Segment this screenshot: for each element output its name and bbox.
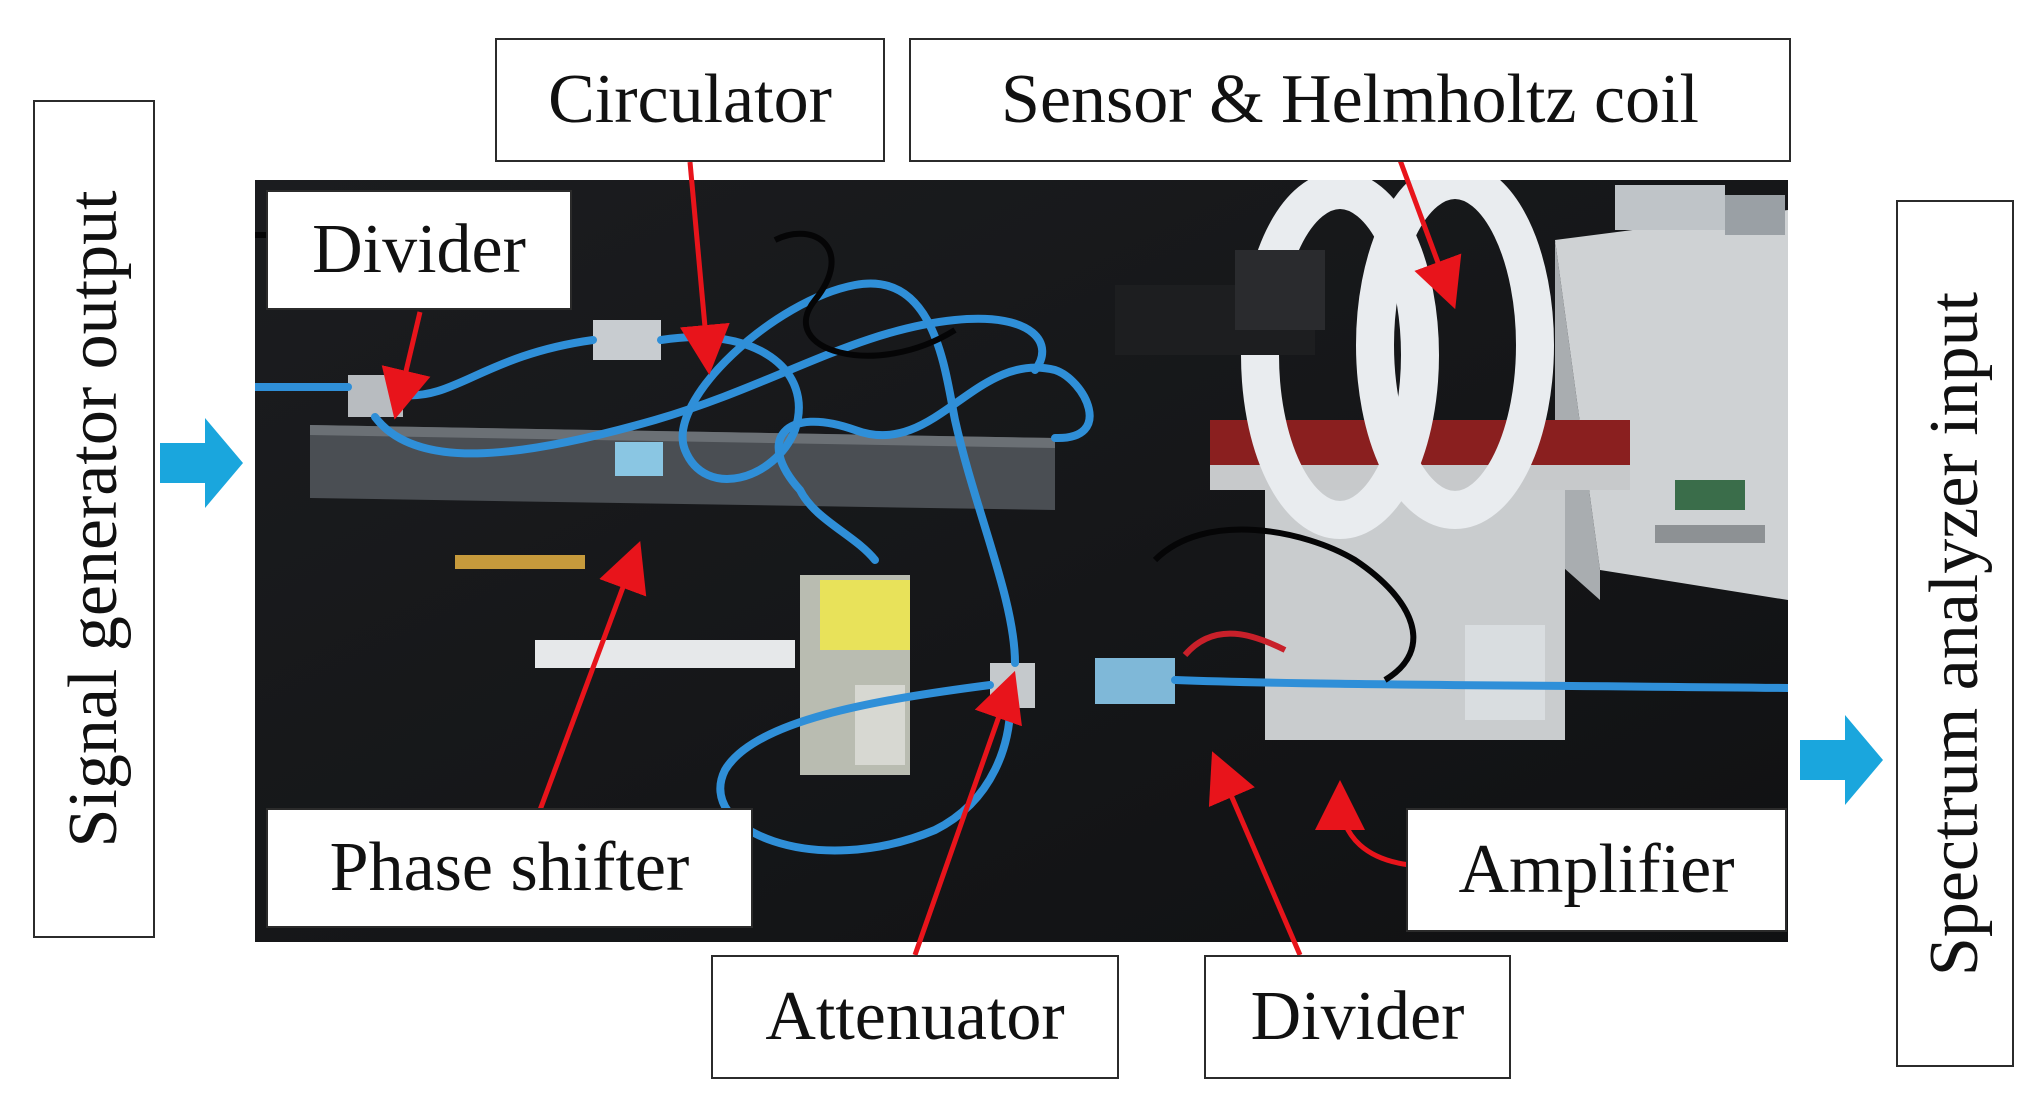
sensor-coil-label: Sensor & Helmholtz coil bbox=[909, 38, 1791, 162]
amplifier-label: Amplifier bbox=[1406, 808, 1787, 932]
divider-top-body bbox=[348, 375, 403, 417]
phase-shifter-label: Phase shifter bbox=[266, 808, 753, 928]
attenuator-body bbox=[800, 575, 910, 775]
circulator-body bbox=[593, 320, 661, 360]
signal-generator-output-label: Signal generator output bbox=[55, 190, 132, 848]
attenuator-label: Attenuator bbox=[711, 955, 1119, 1079]
instrument-box bbox=[1555, 210, 1788, 600]
amplifier-body bbox=[1095, 658, 1175, 704]
right-arrow-icon bbox=[1800, 715, 1883, 805]
divider-bottom-body bbox=[990, 663, 1035, 708]
spectrum-analyzer-input-label: Spectrum analyzer input bbox=[1916, 291, 1993, 976]
spectrum-analyzer-input-box: Spectrum analyzer input bbox=[1896, 200, 2014, 1067]
plastic-bag bbox=[1465, 625, 1545, 720]
signal-generator-output-box: Signal generator output bbox=[33, 100, 155, 938]
divider-bottom-label: Divider bbox=[1204, 955, 1511, 1079]
brass-tool bbox=[455, 555, 585, 569]
ruler bbox=[535, 640, 795, 668]
helmholtz-coil bbox=[1115, 180, 1630, 740]
circulator-label: Circulator bbox=[495, 38, 885, 162]
divider-top-label: Divider bbox=[266, 190, 572, 310]
right-arrow-icon bbox=[160, 418, 243, 508]
red-cable bbox=[1182, 630, 1287, 658]
